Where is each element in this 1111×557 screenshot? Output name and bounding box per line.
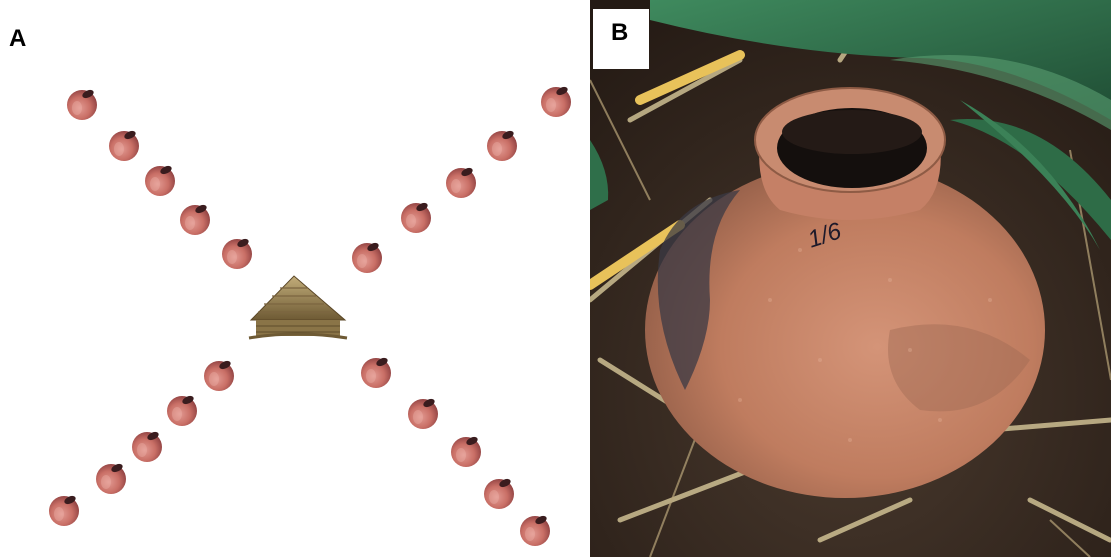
clay-pot-icon [451, 435, 481, 467]
clay-pot-icon [180, 203, 210, 235]
clay-pot-icon [145, 164, 175, 196]
clay-pot-icon [204, 359, 234, 391]
clay-pot-icon [408, 397, 438, 429]
panel-a-diagram: A [0, 0, 588, 557]
hut-icon [249, 276, 347, 338]
clay-pot-icon [487, 129, 517, 161]
panel-b-photo: 1/6 B [590, 0, 1111, 557]
clay-pot-icon [352, 241, 382, 273]
clay-pot-icon [446, 166, 476, 198]
pot-layout-diagram [0, 0, 588, 557]
clay-pot-icon [401, 201, 431, 233]
clay-pot-icon [132, 430, 162, 462]
clay-pot-icon [96, 462, 126, 494]
clay-pot-icon [541, 85, 571, 117]
clay-pot-icon [49, 494, 79, 526]
clay-pot-icon [484, 477, 514, 509]
clay-pot-icon [520, 514, 550, 546]
clay-pot-photo [590, 0, 1111, 557]
clay-pot-icon [222, 237, 252, 269]
clay-pot-icon [67, 88, 97, 120]
clay-pot-icon [167, 394, 197, 426]
clay-pot-icon [109, 129, 139, 161]
panel-label-b: B [611, 21, 628, 45]
clay-pot-icon [361, 356, 391, 388]
